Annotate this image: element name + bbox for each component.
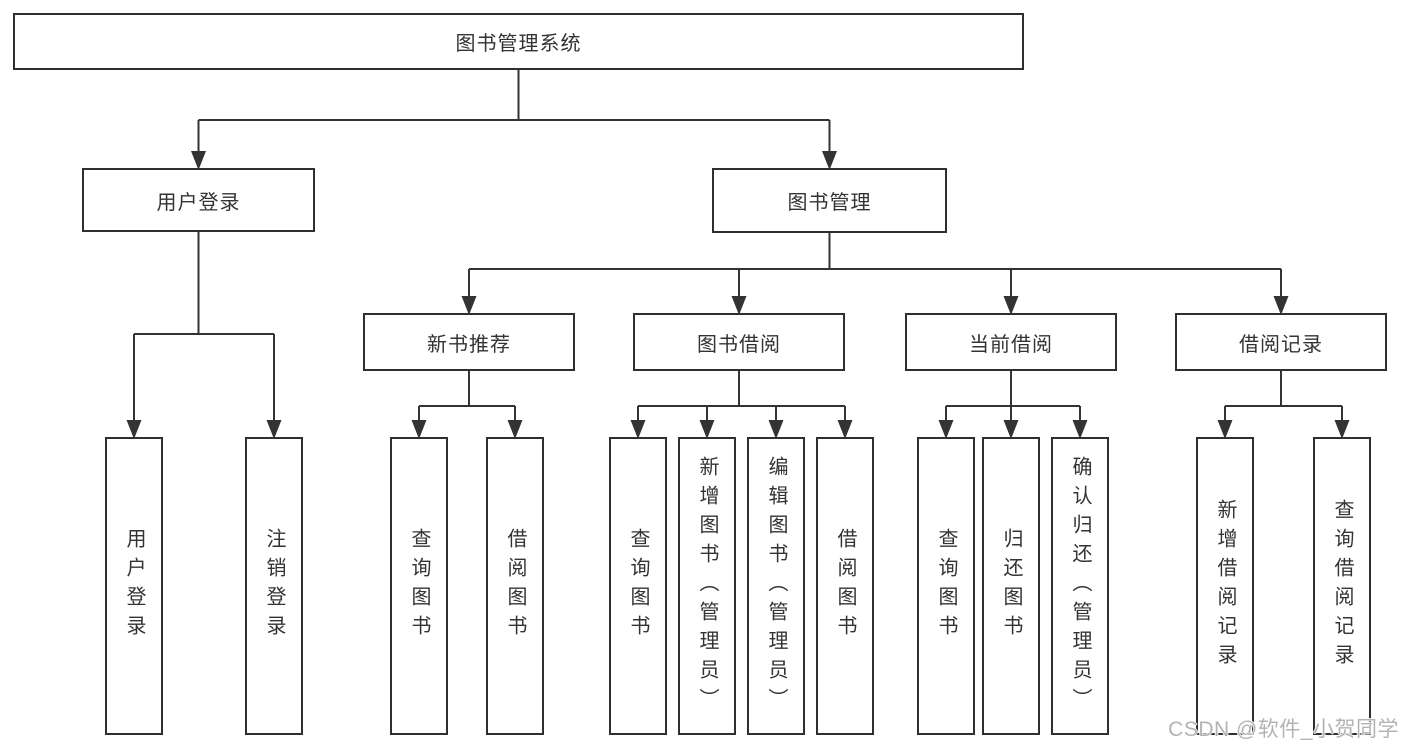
diagram-node-book-borrow: 图书借阅 bbox=[633, 313, 845, 371]
diagram-node-book-mgmt: 图书管理 bbox=[712, 168, 947, 233]
node-label: 图书管理系统 bbox=[455, 33, 582, 55]
node-label: 借阅图书 bbox=[504, 528, 526, 644]
node-label: 用户登录 bbox=[123, 528, 145, 644]
node-label: 注销登录 bbox=[263, 528, 285, 644]
diagram-node-user-login: 用户登录 bbox=[82, 168, 315, 232]
diagram-node-v-user-login: 用户登录 bbox=[105, 437, 163, 735]
node-label: 借阅图书 bbox=[834, 528, 856, 644]
node-label: 查询图书 bbox=[627, 528, 649, 644]
node-label: 编辑图书（管理员） bbox=[765, 455, 787, 717]
node-label: 用户登录 bbox=[156, 191, 241, 214]
diagram-node-v-edit-book: 编辑图书（管理员） bbox=[747, 437, 805, 735]
node-label: 图书借阅 bbox=[697, 333, 781, 356]
diagram-node-v-add-borrow-record: 新增借阅记录 bbox=[1196, 437, 1254, 735]
node-label: 归还图书 bbox=[1000, 528, 1022, 644]
diagram-node-v-query-borrow-record: 查询借阅记录 bbox=[1313, 437, 1371, 735]
node-label: 新书推荐 bbox=[427, 333, 511, 356]
diagram-node-v-borrow-book-1: 借阅图书 bbox=[486, 437, 544, 735]
node-label: 新增借阅记录 bbox=[1214, 499, 1236, 673]
diagram-node-root: 图书管理系统 bbox=[13, 13, 1024, 70]
node-label: 图书管理 bbox=[787, 192, 872, 214]
diagram-node-borrow-records: 借阅记录 bbox=[1175, 313, 1387, 371]
diagram-node-v-add-book: 新增图书（管理员） bbox=[678, 437, 736, 735]
diagram-node-new-book-rec: 新书推荐 bbox=[363, 313, 575, 371]
diagram-node-v-query-book-3: 查询图书 bbox=[917, 437, 975, 735]
node-label: 当前借阅 bbox=[969, 333, 1053, 356]
node-label: 查询图书 bbox=[935, 528, 957, 644]
node-label: 查询图书 bbox=[408, 528, 430, 644]
node-label: 查询借阅记录 bbox=[1331, 499, 1353, 673]
node-label: 借阅记录 bbox=[1239, 333, 1323, 356]
diagram-node-v-query-book-1: 查询图书 bbox=[390, 437, 448, 735]
node-label: 确认归还（管理员） bbox=[1069, 455, 1091, 717]
diagram-node-current-borrow: 当前借阅 bbox=[905, 313, 1117, 371]
diagram-node-v-logout: 注销登录 bbox=[245, 437, 303, 735]
diagram-node-v-borrow-book-2: 借阅图书 bbox=[816, 437, 874, 735]
watermark-text: CSDN @软件_小贺同学 bbox=[1168, 718, 1399, 741]
diagram-node-v-return-book: 归还图书 bbox=[982, 437, 1040, 735]
node-label: 新增图书（管理员） bbox=[696, 455, 718, 717]
diagram-node-v-query-book-2: 查询图书 bbox=[609, 437, 667, 735]
diagram-node-v-confirm-return: 确认归还（管理员） bbox=[1051, 437, 1109, 735]
